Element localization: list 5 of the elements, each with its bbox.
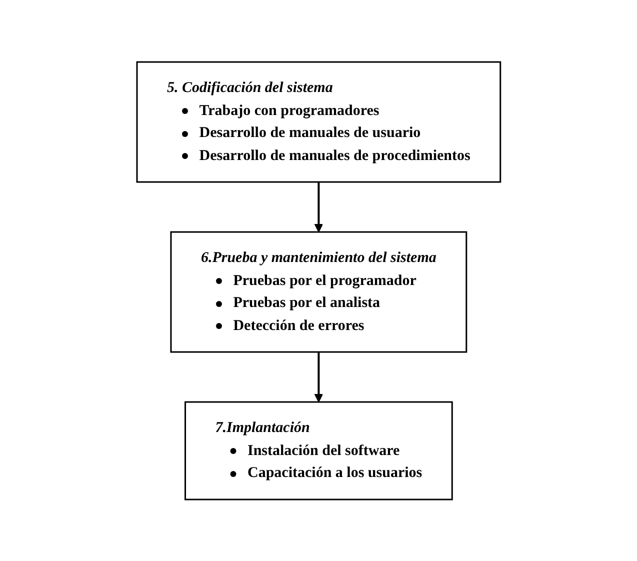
arrow	[314, 352, 323, 402]
node-box: 5. Codificación del sistema Trabajo con programadores Desarrollo de manuales de usuario Desarrollo de manuales de procedimientos	[136, 61, 501, 182]
node-box: 7.Implantación Instalación del software Capacitación a los usuarios	[184, 401, 453, 500]
node-box: 6.Prueba y mantenimiento del sistema Pruebas por el programador Pruebas por el analista Detección de errores	[170, 231, 467, 352]
arrow	[314, 182, 323, 232]
